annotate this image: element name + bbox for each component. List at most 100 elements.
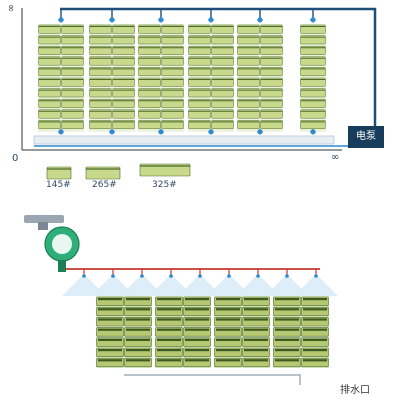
water-drop-icon	[208, 129, 214, 135]
pocket-opening	[126, 298, 150, 301]
bottom-irrigation-diagram	[24, 215, 338, 385]
module-sample	[46, 166, 72, 180]
pocket-opening	[216, 349, 240, 352]
planter-pocket	[188, 45, 211, 55]
pocket-opening	[126, 338, 150, 341]
planter-pocket	[112, 56, 135, 66]
pocket-opening	[126, 318, 150, 321]
planter-pocket	[89, 88, 112, 98]
water-drop-icon	[257, 17, 263, 23]
pocket-opening	[244, 359, 268, 362]
planter-pocket	[188, 120, 211, 130]
planter-pocket	[237, 45, 260, 55]
planter-pocket	[112, 45, 135, 55]
supply-pipe	[60, 7, 377, 126]
planter-pocket	[112, 24, 135, 34]
sprinkler-head-icon	[198, 274, 202, 278]
origin-label: 0	[12, 153, 19, 164]
pocket-opening	[275, 359, 299, 362]
planter-pocket	[260, 98, 283, 108]
pocket-opening	[98, 349, 122, 352]
spray-cone	[294, 274, 338, 296]
pocket-opening	[157, 318, 181, 321]
pocket-opening	[275, 318, 299, 321]
pocket-opening	[275, 349, 299, 352]
planter-pocket	[138, 67, 161, 77]
water-tray	[33, 135, 335, 145]
planter-pocket	[61, 45, 84, 55]
planter-pocket	[89, 45, 112, 55]
timer-dial	[52, 234, 72, 254]
planter-pocket	[211, 45, 234, 55]
planter-pocket	[89, 56, 112, 66]
pocket-opening	[303, 359, 327, 362]
spray-cone	[91, 274, 135, 296]
planter-pocket	[237, 67, 260, 77]
planter-pocket	[61, 35, 84, 45]
tap-valve	[24, 215, 64, 223]
pocket-opening	[216, 359, 240, 362]
planter-pocket	[211, 67, 234, 77]
pocket-opening	[275, 338, 299, 341]
sprinkler-head-icon	[169, 274, 173, 278]
spray-cone	[236, 274, 280, 296]
planter-pocket	[112, 109, 135, 119]
planter-pocket	[38, 120, 61, 130]
planter-pocket	[112, 88, 135, 98]
planter-pocket	[211, 35, 234, 45]
pocket-opening	[244, 308, 268, 311]
sprinkler-head-icon	[82, 274, 86, 278]
tap-connector	[38, 222, 48, 230]
planter-pocket	[161, 67, 184, 77]
planter-pocket	[188, 109, 211, 119]
pocket-opening	[216, 318, 240, 321]
planter-pocket	[260, 24, 283, 34]
water-drop-icon	[257, 129, 263, 135]
module-sample	[85, 166, 121, 180]
top-irrigation-diagram	[21, 7, 377, 180]
spray-cone	[265, 274, 309, 296]
planter-pocket	[38, 88, 61, 98]
pocket-opening	[303, 298, 327, 301]
planter-pocket	[161, 35, 184, 45]
planter-pocket	[211, 120, 234, 130]
spray-cone	[207, 274, 251, 296]
pocket-opening	[303, 308, 327, 311]
pocket-opening	[157, 298, 181, 301]
pocket-opening	[244, 338, 268, 341]
planter-pocket	[161, 56, 184, 66]
planter-pocket	[161, 77, 184, 87]
planter-pocket	[211, 24, 234, 34]
planter-pocket	[161, 24, 184, 34]
planter-pocket	[89, 35, 112, 45]
pocket-opening	[98, 318, 122, 321]
planter-pocket	[161, 45, 184, 55]
planter-pocket	[138, 120, 161, 130]
planter-pocket	[89, 77, 112, 87]
planter-pocket	[300, 24, 326, 34]
sprinkler-head-icon	[256, 274, 260, 278]
planter-pocket	[260, 77, 283, 87]
pocket-opening	[185, 349, 209, 352]
pocket-opening	[244, 318, 268, 321]
pump-box: 电泵	[348, 126, 384, 148]
planter-pocket	[161, 98, 184, 108]
module-size-label-265: 265#	[92, 180, 117, 190]
planter-pocket	[211, 109, 234, 119]
planter-pocket	[300, 120, 326, 130]
module-sample	[139, 163, 191, 177]
planter-pocket	[300, 88, 326, 98]
planter-pocket	[161, 109, 184, 119]
planter-pocket	[211, 56, 234, 66]
planter-pocket	[237, 77, 260, 87]
planter-pocket	[61, 56, 84, 66]
planter-pocket	[38, 98, 61, 108]
pocket-opening	[185, 359, 209, 362]
pocket-opening	[303, 318, 327, 321]
planter-pocket	[138, 45, 161, 55]
pocket-opening	[303, 349, 327, 352]
pocket-opening	[244, 328, 268, 331]
spray-cone	[178, 274, 222, 296]
pocket-opening	[185, 298, 209, 301]
planter-pocket	[89, 109, 112, 119]
